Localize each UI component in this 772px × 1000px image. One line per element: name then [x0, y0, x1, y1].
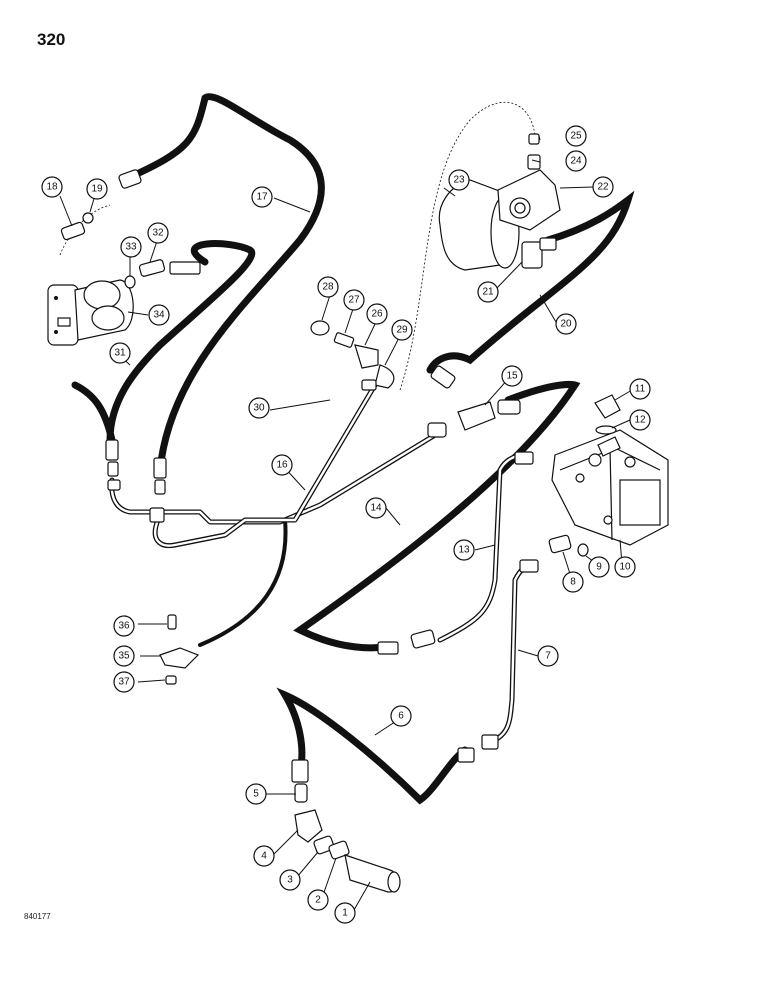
svg-text:11: 11	[635, 384, 646, 395]
callout-31: 31	[109, 342, 131, 364]
svg-text:1: 1	[342, 908, 348, 919]
callout-12: 12	[629, 409, 651, 431]
callout-21: 21	[477, 281, 499, 303]
svg-text:33: 33	[125, 242, 137, 253]
callout-11: 11	[629, 378, 651, 400]
svg-text:8: 8	[570, 577, 576, 588]
hose-14	[293, 380, 581, 652]
callout-33: 33	[120, 236, 142, 258]
svg-text:34: 34	[153, 310, 165, 321]
callout-8: 8	[562, 571, 584, 593]
hose-clip-segment	[198, 518, 288, 647]
callout-2: 2	[307, 889, 329, 911]
routing-guides	[59, 102, 536, 391]
callout-14: 14	[365, 497, 387, 519]
svg-text:18: 18	[46, 182, 58, 193]
svg-text:37: 37	[118, 677, 130, 688]
hose-end-fittings	[105, 439, 539, 763]
callout-24: 24	[565, 150, 587, 172]
svg-text:2: 2	[315, 895, 321, 906]
pump-fittings	[60, 169, 201, 289]
callout-18: 18	[41, 176, 63, 198]
callout-25: 25	[565, 125, 587, 147]
svg-text:30: 30	[253, 403, 265, 414]
callout-19: 19	[86, 178, 108, 200]
svg-text:9: 9	[596, 562, 602, 573]
valve-10	[551, 429, 669, 546]
callout-4: 4	[253, 845, 275, 867]
callout-10: 10	[614, 556, 636, 578]
hose-6	[276, 687, 469, 805]
svg-text:27: 27	[348, 295, 360, 306]
callout-30: 30	[248, 397, 270, 419]
callout-7: 7	[537, 645, 559, 667]
svg-text:31: 31	[114, 348, 126, 359]
svg-text:7: 7	[545, 651, 551, 662]
svg-text:4: 4	[261, 851, 267, 862]
hose-17	[124, 93, 325, 474]
callout-1: 1	[334, 902, 356, 924]
svg-text:26: 26	[371, 309, 383, 320]
callout-15: 15	[501, 365, 523, 387]
svg-text:6: 6	[398, 711, 404, 722]
callout-20: 20	[555, 313, 577, 335]
svg-text:17: 17	[256, 192, 268, 203]
callout-26: 26	[366, 303, 388, 325]
svg-text:3: 3	[287, 875, 293, 886]
svg-text:35: 35	[118, 651, 130, 662]
svg-text:29: 29	[396, 325, 408, 336]
callout-27: 27	[343, 289, 365, 311]
svg-text:10: 10	[619, 562, 631, 573]
svg-text:21: 21	[482, 287, 494, 298]
callout-16: 16	[271, 454, 293, 476]
callout-17: 17	[251, 186, 273, 208]
svg-text:24: 24	[570, 156, 582, 167]
callout-35: 35	[113, 645, 135, 667]
hose-20	[426, 190, 635, 374]
callout-6: 6	[390, 705, 412, 727]
svg-text:16: 16	[276, 460, 288, 471]
callout-34: 34	[148, 304, 170, 326]
svg-text:14: 14	[370, 503, 382, 514]
filter-fittings	[521, 133, 557, 269]
callout-22: 22	[592, 176, 614, 198]
svg-text:12: 12	[634, 415, 646, 426]
svg-text:23: 23	[453, 175, 465, 186]
callout-5: 5	[245, 783, 267, 805]
leader-lines	[59, 135, 633, 911]
svg-text:5: 5	[253, 789, 259, 800]
callout-28: 28	[317, 276, 339, 298]
callout-37: 37	[113, 671, 135, 693]
svg-text:13: 13	[458, 545, 470, 556]
svg-text:25: 25	[570, 131, 582, 142]
callout-32: 32	[147, 222, 169, 244]
svg-text:36: 36	[118, 621, 130, 632]
filter-head-22	[497, 169, 561, 231]
hose-31	[71, 240, 256, 444]
svg-text:19: 19	[91, 184, 103, 195]
clip-35-group	[159, 614, 200, 685]
figure-code: 840177	[24, 912, 51, 921]
tubes	[109, 382, 538, 745]
tee-fitting-group	[310, 320, 395, 391]
hoses	[71, 93, 635, 805]
svg-text:28: 28	[322, 282, 334, 293]
callout-9: 9	[588, 556, 610, 578]
svg-text:32: 32	[152, 228, 164, 239]
callout-29: 29	[391, 319, 413, 341]
valve-fittings	[548, 394, 621, 557]
svg-text:22: 22	[597, 182, 609, 193]
callout-13: 13	[453, 539, 475, 561]
callout-3: 3	[279, 869, 301, 891]
tee-15	[427, 365, 521, 438]
svg-text:15: 15	[506, 371, 518, 382]
pump-34	[47, 279, 134, 346]
callout-23: 23	[448, 169, 470, 191]
callout-36: 36	[113, 615, 135, 637]
svg-text:20: 20	[560, 319, 572, 330]
page-number: 320	[37, 30, 66, 49]
lower-fittings	[291, 759, 401, 893]
